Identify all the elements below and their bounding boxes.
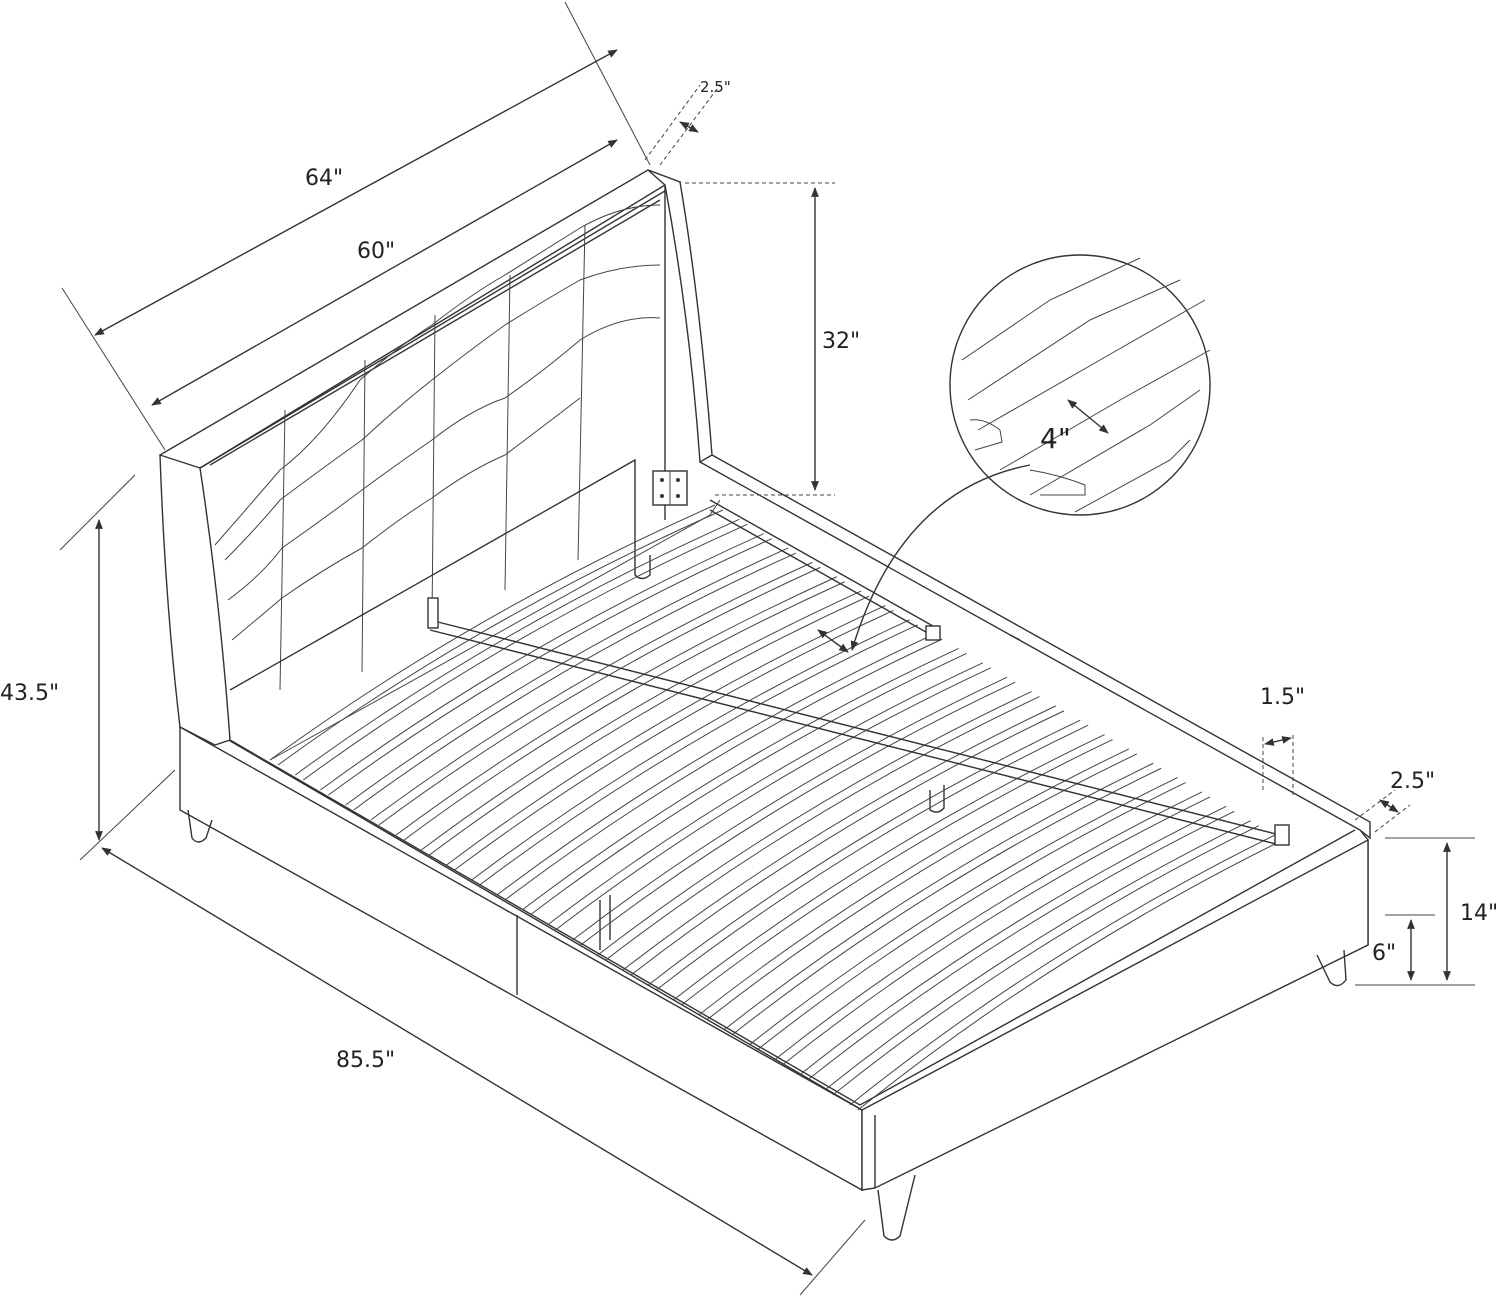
slat-edge bbox=[706, 753, 1138, 1021]
slat-edge bbox=[857, 839, 1284, 1111]
slat bbox=[294, 518, 740, 776]
slat-edge bbox=[655, 724, 1089, 991]
label-overall-length: 85.5" bbox=[336, 1048, 395, 1073]
slats bbox=[269, 499, 1284, 1111]
leg-center bbox=[929, 785, 945, 813]
dimension-lines bbox=[59, 1, 1475, 1296]
label-overall-height: 43.5" bbox=[0, 681, 59, 706]
label-headboard-wing-depth: 2.5" bbox=[700, 78, 731, 96]
slat bbox=[421, 590, 862, 851]
label-headboard-height: 32" bbox=[822, 329, 860, 354]
slat-edge bbox=[580, 681, 1016, 946]
label-frame-height: 14" bbox=[1460, 901, 1498, 926]
slat-edge bbox=[529, 653, 967, 916]
dimension-labels: 64" 60" 2.5" 32" 43.5" 85.5" 4" 1.5" 2.5… bbox=[0, 78, 1498, 1073]
slat-edge bbox=[403, 581, 845, 841]
slat-edge bbox=[832, 825, 1259, 1096]
center-support bbox=[427, 499, 1290, 846]
slat-edge bbox=[504, 638, 943, 901]
slat-edge bbox=[782, 796, 1211, 1066]
leg-front-right bbox=[877, 1174, 916, 1241]
slat bbox=[395, 576, 837, 836]
slat bbox=[774, 791, 1203, 1061]
slat-edge bbox=[807, 810, 1235, 1081]
slat-edge bbox=[302, 523, 748, 781]
slat-edge bbox=[353, 552, 797, 811]
headboard bbox=[159, 169, 713, 746]
slat-edge bbox=[630, 710, 1065, 976]
slat-edge bbox=[378, 566, 821, 826]
slat-edge bbox=[328, 538, 772, 796]
label-rail-width: 1.5" bbox=[1260, 685, 1305, 710]
slat bbox=[799, 805, 1227, 1076]
slat-detail-callout bbox=[817, 254, 1211, 653]
slat-edge bbox=[479, 624, 918, 886]
slat bbox=[849, 834, 1276, 1106]
label-slat-spacing: 4" bbox=[1040, 422, 1071, 455]
leg-back-right bbox=[1316, 949, 1347, 987]
slat-edge bbox=[277, 509, 724, 766]
label-under-bed-clearance: 6" bbox=[1372, 941, 1396, 966]
slat bbox=[824, 820, 1251, 1091]
slat-edge bbox=[429, 595, 870, 856]
bed-frame bbox=[179, 454, 1371, 1241]
leg-front-left bbox=[187, 809, 213, 843]
label-rail-depth: 2.5" bbox=[1390, 769, 1435, 794]
slat-edge bbox=[605, 696, 1040, 961]
slat-edge bbox=[454, 609, 894, 871]
hinge-bracket bbox=[652, 470, 688, 506]
slat bbox=[269, 504, 716, 761]
slat bbox=[320, 533, 764, 791]
slat bbox=[370, 561, 813, 821]
label-headboard-outer-width: 64" bbox=[305, 166, 343, 191]
slat bbox=[345, 547, 789, 806]
label-headboard-inner-width: 60" bbox=[357, 239, 395, 264]
slat-edge bbox=[681, 739, 1113, 1006]
leg-back-left bbox=[634, 555, 651, 580]
